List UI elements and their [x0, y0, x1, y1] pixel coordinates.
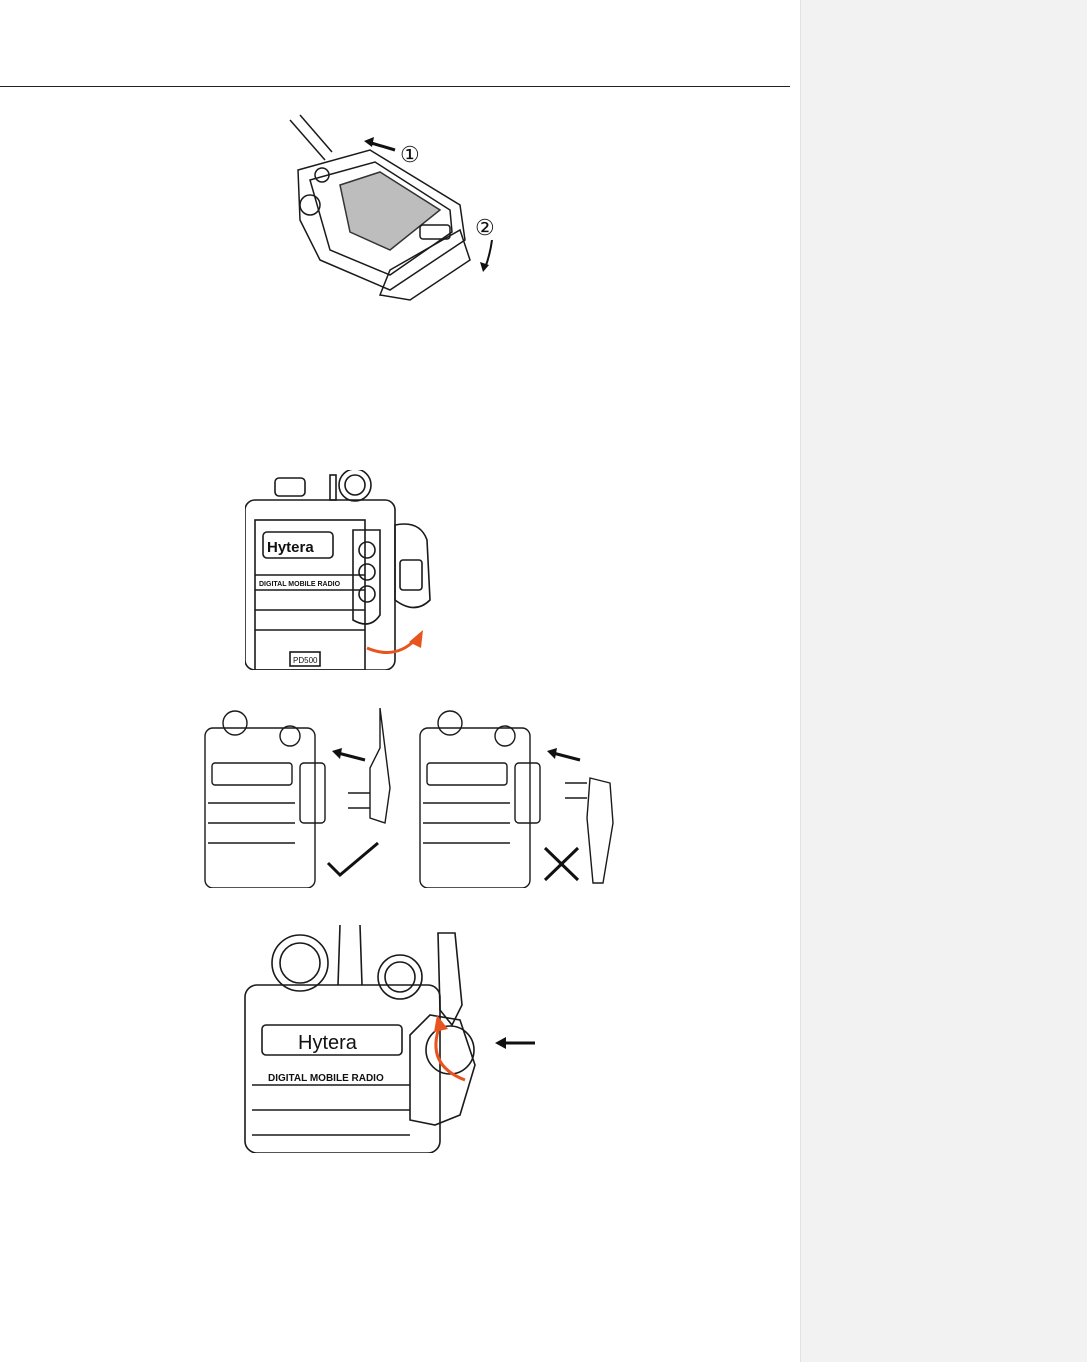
check-mark: [328, 843, 378, 875]
radio-right: [420, 711, 613, 888]
comment-pane: [800, 0, 1087, 1362]
x-mark: [545, 848, 578, 880]
figure-open-cover: Hytera DIGITAL MOBILE RADIO PD500: [245, 470, 445, 670]
push-arrow: [495, 1037, 535, 1049]
arrow-step-1: [364, 137, 395, 150]
header-rule: [0, 86, 790, 87]
radio-left: [205, 708, 390, 888]
figure-insert-accessory: [200, 708, 620, 888]
step-1-marker: ①: [400, 142, 420, 167]
arrow-step-2: [480, 240, 492, 272]
document-page: ① ② Hytera DIGITAL MOBILE RADIO PD500: [0, 0, 800, 1362]
radio-subtitle-label-large: DIGITAL MOBILE RADIO: [268, 1073, 384, 1084]
radio-brand-label: Hytera: [267, 539, 314, 556]
insert-arrow-right: [547, 748, 580, 760]
insert-arrow-left: [332, 748, 365, 760]
radio-subtitle-label: DIGITAL MOBILE RADIO: [259, 581, 341, 588]
figure-lock-accessory: Hytera DIGITAL MOBILE RADIO: [240, 925, 540, 1153]
step-2-marker: ②: [475, 215, 495, 240]
radio-model-label: PD500: [293, 656, 318, 665]
radio-brand-label-large: Hytera: [298, 1032, 358, 1054]
figure-battery-attach: ① ②: [270, 110, 530, 310]
